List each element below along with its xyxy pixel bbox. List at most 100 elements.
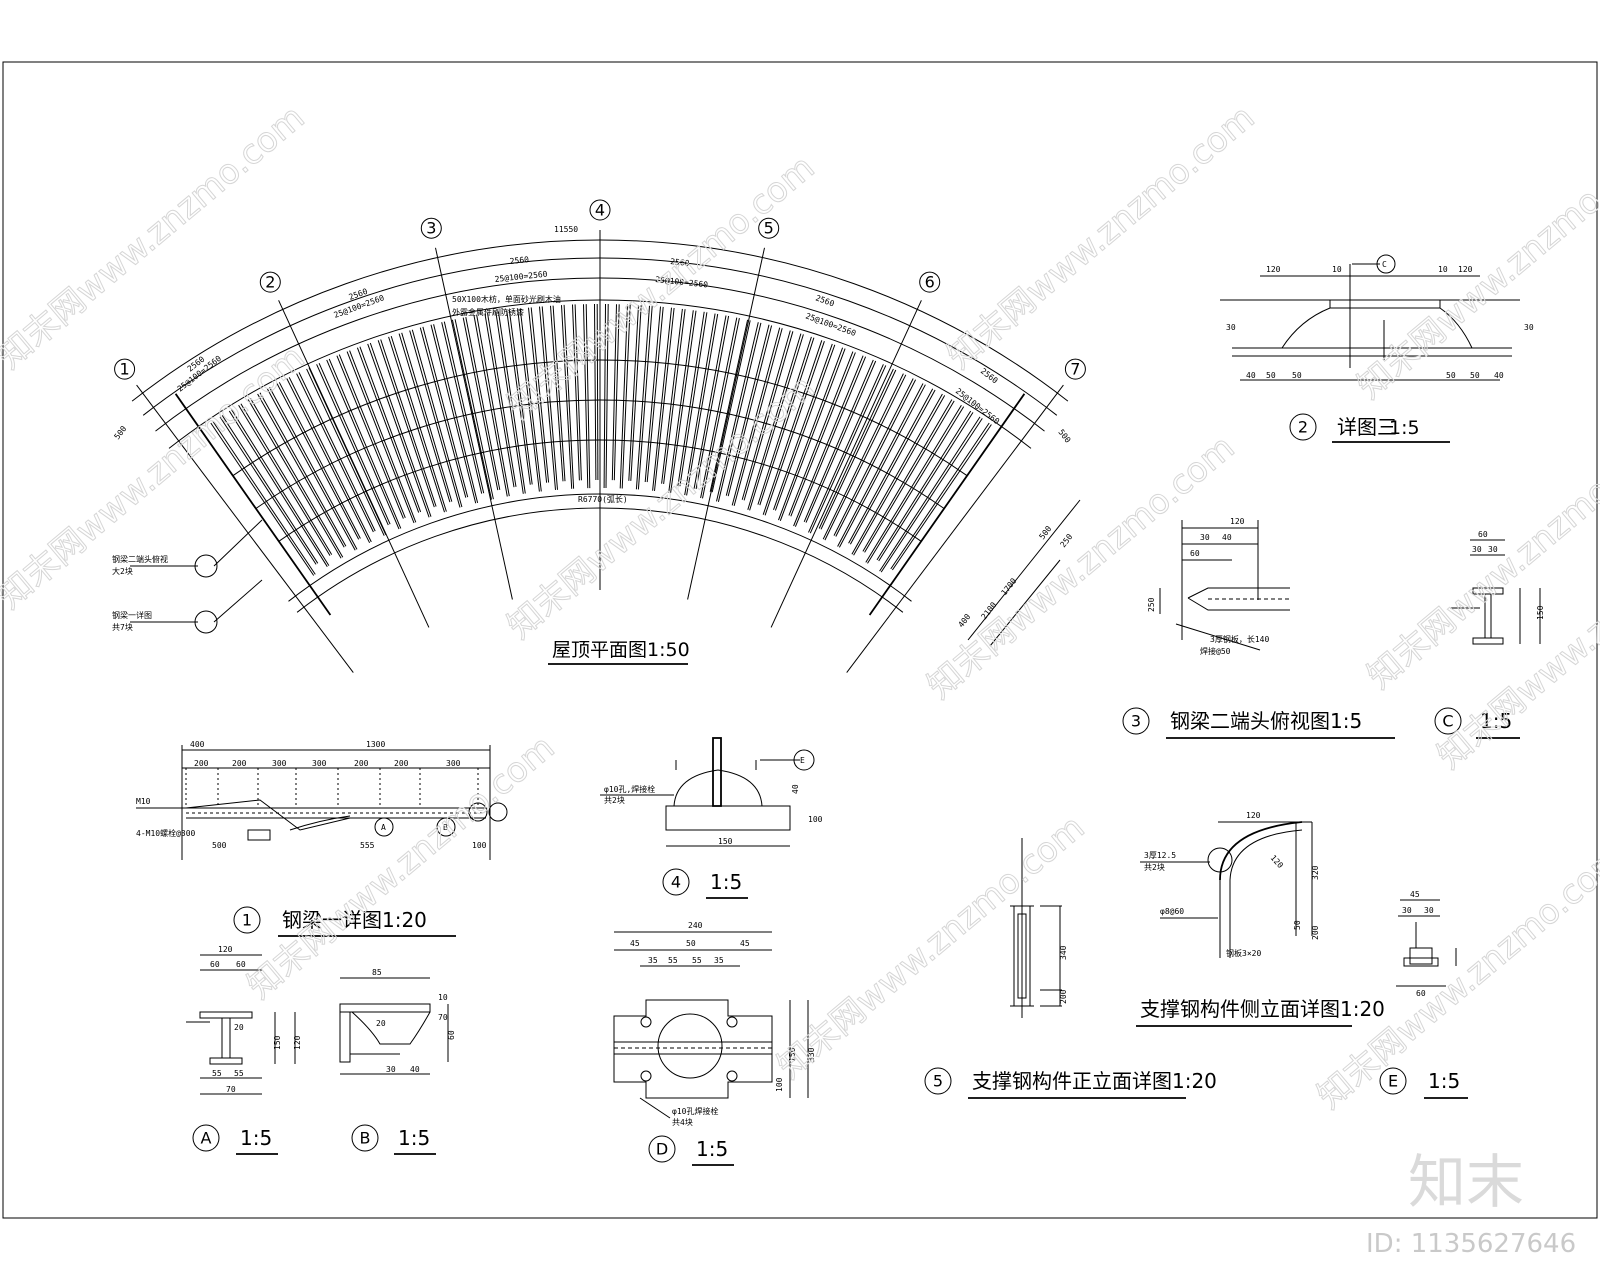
timber-slat	[747, 333, 802, 510]
support-side-dim-1: 120	[1246, 811, 1261, 820]
timber-slat-edge	[613, 304, 620, 481]
timber-slat	[684, 313, 716, 496]
detail3-ref: C	[1382, 260, 1387, 269]
timber-slat-edge	[552, 305, 566, 482]
axis-line	[435, 247, 513, 600]
timber-slat	[419, 327, 467, 498]
beam1-dim-top-2: 1300	[366, 740, 385, 749]
side-dim-5: 400	[956, 612, 972, 629]
beam1-dim-mid-2: 200	[232, 759, 247, 768]
beam-end-top-view: 120 30 40 60 250 3厚钢板，长140 焊接@50 3 钢梁二端头…	[1122, 517, 1395, 739]
detail-a-num: A	[201, 1129, 212, 1148]
steel-beam	[174, 393, 332, 616]
beam-end-dim-1: 120	[1230, 517, 1245, 526]
detail3-num: 2	[1298, 418, 1308, 437]
detail4-num: 4	[671, 873, 681, 892]
timber-slat	[833, 378, 914, 536]
timber-slat	[762, 340, 823, 515]
timber-slat	[603, 303, 606, 489]
timber-slat	[611, 304, 617, 481]
callout-beam-one: 钢梁一详图	[112, 610, 152, 620]
detail-b-num: B	[360, 1129, 371, 1148]
timber-slat	[628, 305, 639, 481]
detail-c-dim-3: 30	[1488, 545, 1498, 554]
axis-label: 2	[265, 273, 275, 292]
timber-slat-edge	[733, 328, 783, 507]
detail-d-dim-8: 35	[714, 956, 724, 965]
axis-line	[136, 384, 354, 673]
timber-slat-edge	[231, 409, 330, 566]
timber-slat-edge	[338, 354, 406, 518]
brand-watermark: 知末	[1408, 1148, 1524, 1216]
detail3-dim-top-4: 120	[1458, 265, 1473, 274]
timber-slat	[210, 422, 315, 576]
axis-bubble	[589, 199, 611, 221]
timber-slat	[788, 351, 854, 516]
timber-slat-edge	[711, 320, 751, 493]
beam1-dim-mid-5: 200	[354, 759, 369, 768]
beam-end-dim-4: 60	[1190, 549, 1200, 558]
timber-slat	[316, 364, 389, 526]
axis-label: 7	[1070, 360, 1080, 379]
timber-slat-edge	[349, 350, 417, 523]
axis-line	[846, 384, 1064, 673]
axis-line	[687, 247, 765, 600]
roof-slats	[210, 303, 992, 576]
timber-slat-edge	[686, 313, 719, 496]
side-dim-2: 250	[1058, 532, 1074, 549]
timber-slat-edge	[596, 303, 599, 481]
beam-one-detail: A B 400 1300 200 200 300 300 200 200 300…	[136, 740, 508, 937]
timber-slat	[644, 306, 661, 483]
detail-c-dim-1: 60	[1478, 530, 1488, 539]
timber-slat	[778, 347, 844, 521]
beam1-dim-mid-3: 300	[272, 759, 287, 768]
timber-slat-edge	[743, 331, 794, 501]
timber-slat	[793, 355, 864, 527]
timber-slat-edge	[585, 304, 591, 489]
timber-slat-edge	[891, 424, 992, 571]
beam-end-dim-3: 40	[1222, 533, 1232, 542]
timber-slat	[356, 347, 420, 513]
detail4-note-2: 共2块	[604, 795, 625, 805]
detail-four: E 150 40 100 φ10孔,焊接栓 共2块 4 1:5	[600, 737, 823, 899]
axis-label: 4	[595, 201, 605, 220]
timber-slat-edge	[759, 337, 815, 506]
timber-slat-edge	[465, 317, 501, 490]
timber-slat	[326, 359, 400, 530]
timber-slat-edge	[630, 305, 642, 481]
timber-slat-edge	[621, 304, 631, 489]
watermark-text: 知末网www.znzmo.com	[0, 337, 312, 616]
detail3-title: 详图三	[1337, 415, 1397, 439]
callout-beam-end: 钢梁二端头俯视	[112, 554, 168, 564]
detail3-dim-side-1: 30	[1226, 323, 1236, 332]
support-front-dim-1: 340	[1059, 945, 1068, 960]
detail4-dim-1: 150	[718, 837, 733, 846]
detail-a-dim-6: 70	[226, 1085, 236, 1094]
detail-d: 240 45 50 45 35 55 55 35 150 100 330 φ10…	[613, 921, 816, 1166]
timber-slat	[506, 310, 531, 485]
detail-d-dim-10: 100	[775, 1077, 784, 1092]
timber-slat	[709, 319, 749, 492]
detail-d-note-2: 共4块	[672, 1117, 693, 1127]
timber-slat-edge	[212, 421, 316, 575]
timber-slat	[818, 368, 894, 529]
timber-slat	[803, 359, 874, 522]
timber-slat-edge	[563, 304, 575, 489]
timber-slat-edge	[288, 377, 372, 543]
beam-end-note-1: 3厚钢板，长140	[1210, 634, 1269, 644]
watermark-text: 知末网www.znzmo.com	[940, 97, 1262, 376]
watermark-text: 知末网www.znzmo.com	[920, 427, 1242, 706]
timber-slat	[517, 308, 540, 492]
timber-slat	[388, 336, 445, 513]
detail3-dim-bot-6: 40	[1494, 371, 1504, 380]
detail-c-scale: 1:5	[1480, 709, 1512, 733]
detail-e-dim-4: 60	[1416, 989, 1426, 998]
dim-bay-6: 2560	[979, 366, 1000, 385]
timber-slat	[346, 351, 415, 524]
timber-slat	[652, 307, 672, 491]
timber-slat	[731, 327, 781, 506]
timber-slat	[725, 324, 770, 496]
timber-slat	[306, 368, 385, 536]
